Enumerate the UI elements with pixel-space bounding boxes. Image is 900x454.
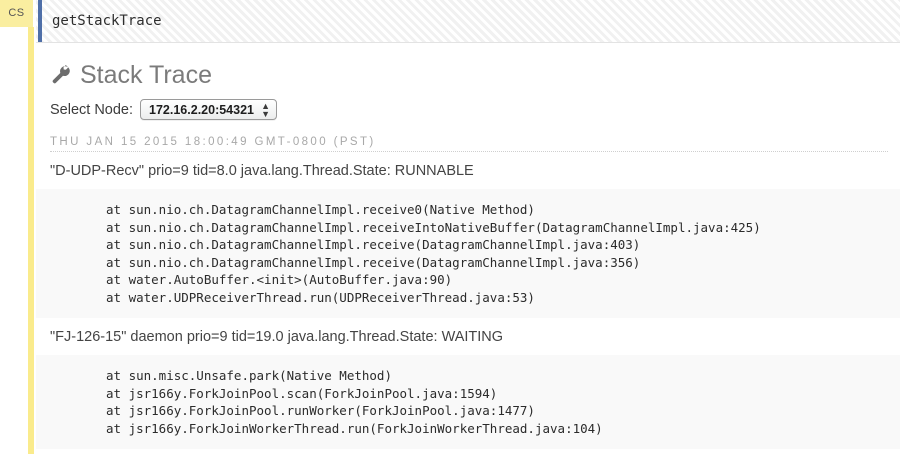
cell-type-badge: CS [0,0,33,27]
stack-frame: at jsr166y.ForkJoinWorkerThread.run(Fork… [106,420,603,436]
stack-frame: at sun.nio.ch.DatagramChannelImpl.receiv… [106,237,641,252]
stack-trace-panel: Stack Trace Select Node: 172.16.2.20:543… [36,43,900,454]
stack-frame: at sun.nio.ch.DatagramChannelImpl.receiv… [106,219,761,235]
cell-input-bar[interactable]: getStackTrace [36,0,900,43]
node-selector-label: Select Node: [50,101,134,118]
stack-frame: at sun.nio.ch.DatagramChannelImpl.receiv… [106,254,641,270]
cell-selection-rail [28,27,34,454]
cell-accent-bar [38,0,42,42]
stack-frame: at sun.misc.Unsafe.park(Native Method) [106,368,392,383]
node-select-value: 172.16.2.20:54321 [149,102,254,117]
cell-input-text[interactable]: getStackTrace [52,13,162,29]
stack-frame: at sun.nio.ch.DatagramChannelImpl.receiv… [106,202,535,217]
snapshot-timestamp: THU JAN 15 2015 18:00:49 GMT-0800 (PST) [50,136,888,152]
node-select-dropdown[interactable]: 172.16.2.20:54321 ▲▼ [140,99,277,120]
stack-frame: at jsr166y.ForkJoinPool.scan(ForkJoinPoo… [106,385,498,401]
select-arrows-icon: ▲▼ [261,100,270,119]
stack-frame: at jsr166y.ForkJoinPool.runWorker(ForkJo… [106,403,535,418]
node-selector: Select Node: 172.16.2.20:54321 ▲▼ [36,89,900,120]
wrench-icon [50,64,72,86]
stack-frame: at water.AutoBuffer.<init>(AutoBuffer.ja… [106,272,453,287]
thread-header: "D-UDP-Recv" prio=9 tid=8.0 java.lang.Th… [50,163,474,179]
stack-trace-block[interactable]: at sun.misc.Unsafe.park(Native Method) a… [36,355,900,449]
stack-trace-block[interactable]: at sun.nio.ch.DatagramChannelImpl.receiv… [36,189,900,318]
page-title-text: Stack Trace [80,61,212,89]
stack-frame: at water.UDPReceiverThread.run(UDPReceiv… [106,289,535,305]
cell-marker: CS [0,0,36,454]
page-title: Stack Trace [36,43,900,89]
thread-header: "FJ-126-15" daemon prio=9 tid=19.0 java.… [50,329,504,345]
